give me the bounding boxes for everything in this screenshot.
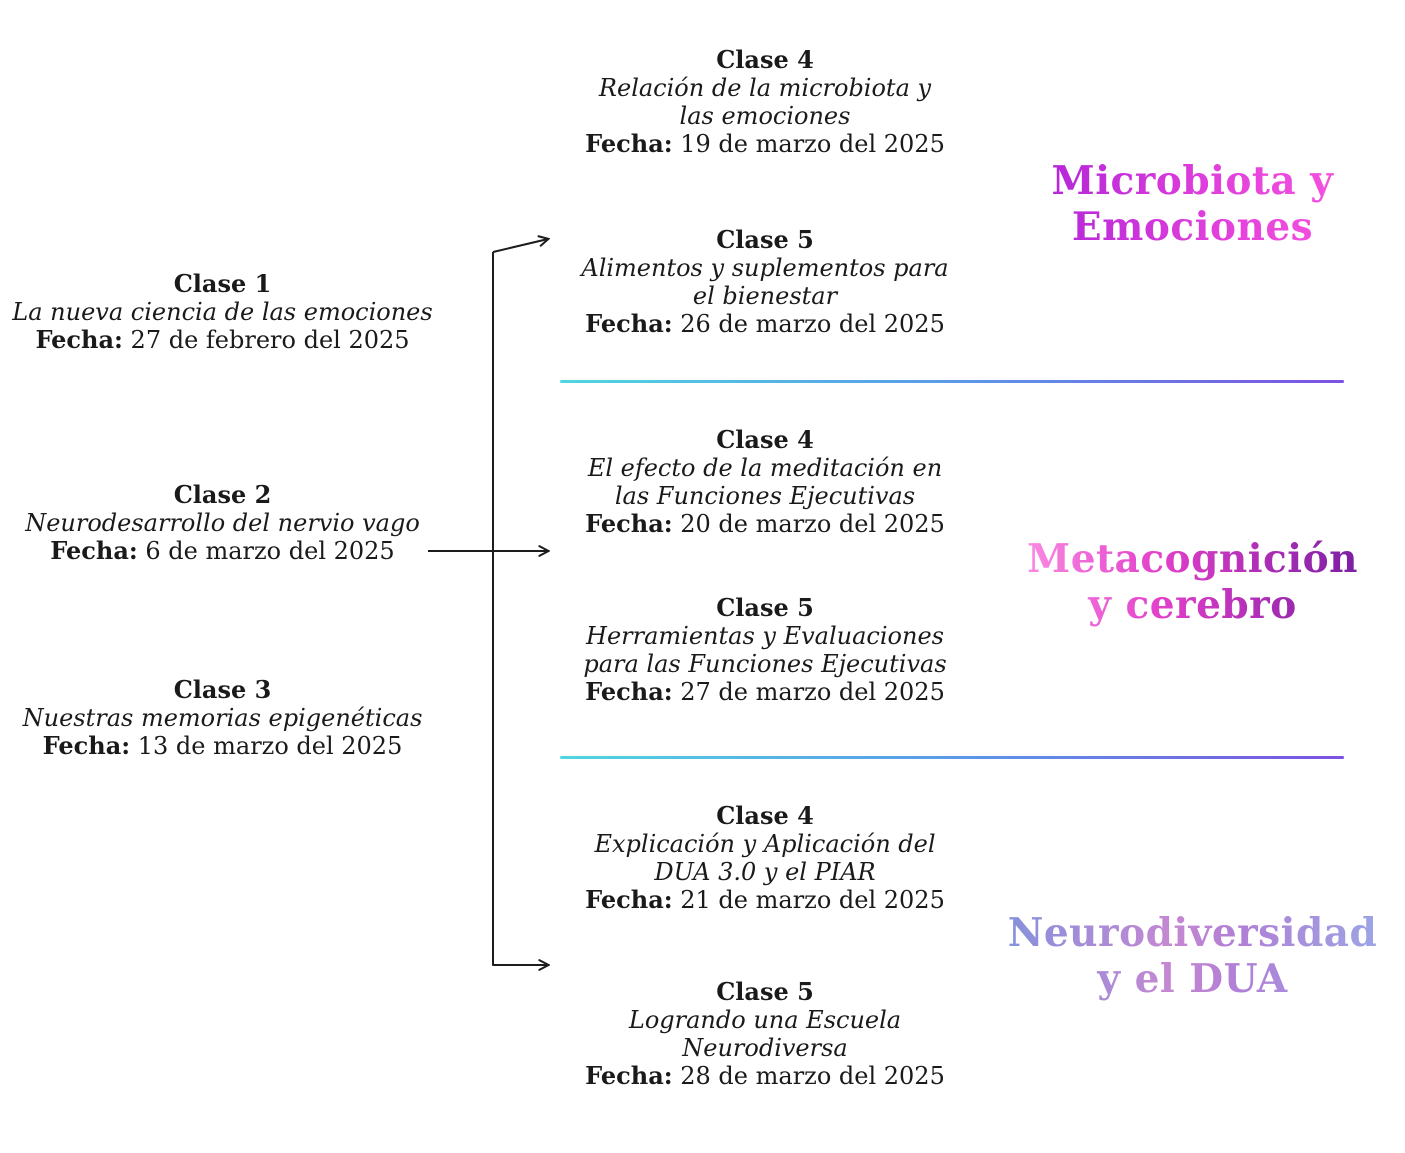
class-title: Clase 5 <box>716 593 814 622</box>
class-topic: Neurodesarrollo del nervio vago <box>25 509 420 537</box>
fecha-value: 19 de marzo del 2025 <box>680 130 945 158</box>
class-topic: La nueva ciencia de las emociones <box>12 298 433 326</box>
fecha-label: Fecha: <box>585 1061 673 1090</box>
class-date: Fecha: 20 de marzo del 2025 <box>545 509 985 539</box>
fecha-label: Fecha: <box>50 536 138 565</box>
fecha-value: 26 de marzo del 2025 <box>680 310 945 338</box>
class-topic-line: las emociones <box>679 102 851 130</box>
class-title: Clase 1 <box>173 269 272 298</box>
module3-class5-block: Clase 5 Logrando una Escuela Neurodivers… <box>545 977 985 1091</box>
section-divider-1 <box>560 380 1344 383</box>
class-title: Clase 4 <box>716 45 814 74</box>
arrow-top-branch <box>492 239 548 253</box>
fecha-label: Fecha: <box>42 731 131 760</box>
fecha-value: 27 de marzo del 2025 <box>680 678 945 706</box>
module2-class4-block: Clase 4 El efecto de la meditación en la… <box>545 425 985 539</box>
class-date: Fecha: 26 de marzo del 2025 <box>545 309 985 339</box>
class-date: Fecha: 21 de marzo del 2025 <box>545 885 985 915</box>
class-topic-line: El efecto de la meditación en <box>587 454 943 482</box>
class-date: Fecha: 13 de marzo del 2025 <box>0 731 445 761</box>
module1-class5-block: Clase 5 Alimentos y suplementos para el … <box>545 225 985 339</box>
class-date: Fecha: 27 de marzo del 2025 <box>545 677 985 707</box>
left-class-2-block: Clase 2 Neurodesarrollo del nervio vago … <box>0 480 445 566</box>
class-date: Fecha: 6 de marzo del 2025 <box>0 536 445 566</box>
arrow-spine-and-bottom-branch <box>492 252 548 965</box>
class-topic-line: Herramientas y Evaluaciones <box>586 622 944 650</box>
fecha-value: 20 de marzo del 2025 <box>680 510 945 538</box>
fecha-value: 28 de marzo del 2025 <box>680 1062 945 1090</box>
fecha-value: 6 de marzo del 2025 <box>145 537 395 565</box>
fecha-label: Fecha: <box>585 129 673 158</box>
class-topic-line: el bienestar <box>692 282 838 310</box>
module2-class5-block: Clase 5 Herramientas y Evaluaciones para… <box>545 593 985 707</box>
fecha-value: 21 de marzo del 2025 <box>680 886 945 914</box>
module3-class4-block: Clase 4 Explicación y Aplicación del DUA… <box>545 801 985 915</box>
class-topic-line: Alimentos y suplementos para <box>581 254 949 282</box>
section-divider-2 <box>560 756 1344 759</box>
fecha-label: Fecha: <box>585 309 673 338</box>
class-title: Clase 2 <box>173 480 272 509</box>
class-title: Clase 4 <box>716 801 814 830</box>
class-date: Fecha: 19 de marzo del 2025 <box>545 129 985 159</box>
class-topic-line: para las Funciones Ejecutivas <box>583 650 947 678</box>
module1-class4-block: Clase 4 Relación de la microbiota y las … <box>545 45 985 159</box>
class-topic: Nuestras memorias epigenéticas <box>22 704 423 732</box>
class-title: Clase 4 <box>716 425 814 454</box>
class-date: Fecha: 27 de febrero del 2025 <box>0 325 445 355</box>
fecha-value: 27 de febrero del 2025 <box>130 326 410 354</box>
fecha-label: Fecha: <box>585 677 673 706</box>
class-date: Fecha: 28 de marzo del 2025 <box>545 1061 985 1091</box>
fecha-value: 13 de marzo del 2025 <box>137 732 403 760</box>
class-topic-line: Neurodiversa <box>682 1034 848 1062</box>
class-topic-line: DUA 3.0 y el PIAR <box>654 858 876 886</box>
fecha-label: Fecha: <box>585 509 673 538</box>
fecha-label: Fecha: <box>35 325 123 354</box>
class-topic-line: Relación de la microbiota y <box>598 74 932 102</box>
fecha-label: Fecha: <box>585 885 673 914</box>
class-topic-line: Logrando una Escuela <box>628 1006 902 1034</box>
left-class-3-block: Clase 3 Nuestras memorias epigenéticas F… <box>0 675 445 761</box>
class-title: Clase 3 <box>173 675 272 704</box>
class-topic-line: Explicación y Aplicación del <box>594 830 936 858</box>
class-title: Clase 5 <box>716 225 814 254</box>
class-topic-line: las Funciones Ejecutivas <box>614 482 916 510</box>
left-class-1-block: Clase 1 La nueva ciencia de las emocione… <box>0 269 445 355</box>
class-title: Clase 5 <box>716 977 814 1006</box>
